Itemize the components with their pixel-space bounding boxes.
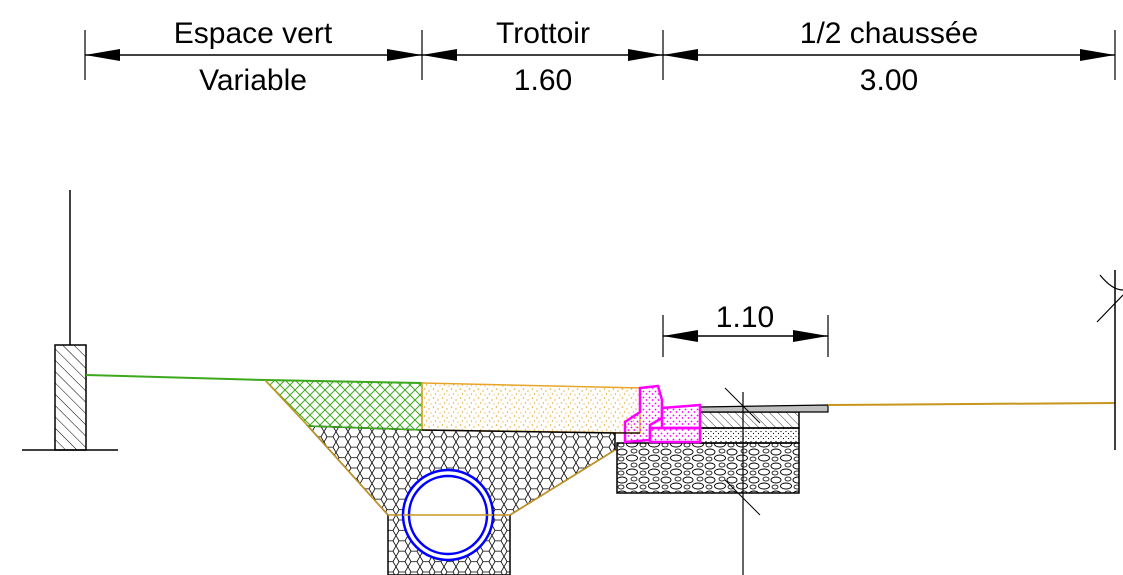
trench-right-slope	[509, 449, 616, 516]
sidewalk-sand-fill	[421, 382, 641, 434]
dim-value-demi-chaussee: 3.00	[860, 64, 918, 97]
dim-value-1-10: 1.10	[716, 301, 774, 334]
top-dimension-line	[84, 30, 1116, 80]
road-wearing-course	[699, 404, 829, 413]
drain-pipe	[401, 468, 495, 562]
left-post	[22, 190, 118, 451]
road-gravel-subbase	[616, 442, 800, 494]
dim-label-espace-vert: Espace vert	[174, 17, 333, 50]
dim-label-trottoir: Trottoir	[496, 17, 590, 50]
right-axis-line	[1096, 270, 1123, 450]
curb-offset-dimension	[662, 315, 829, 357]
dim-value-espace-vert: Variable	[199, 64, 307, 97]
dim-label-demi-chaussee: 1/2 chaussée	[800, 17, 978, 50]
curb	[623, 384, 702, 444]
road-base-layer	[699, 427, 800, 444]
road-asphalt-layer	[699, 411, 800, 429]
road-surface-line	[827, 402, 1116, 406]
section-axis-line	[724, 387, 761, 575]
dim-value-trottoir: 1.60	[514, 64, 572, 97]
